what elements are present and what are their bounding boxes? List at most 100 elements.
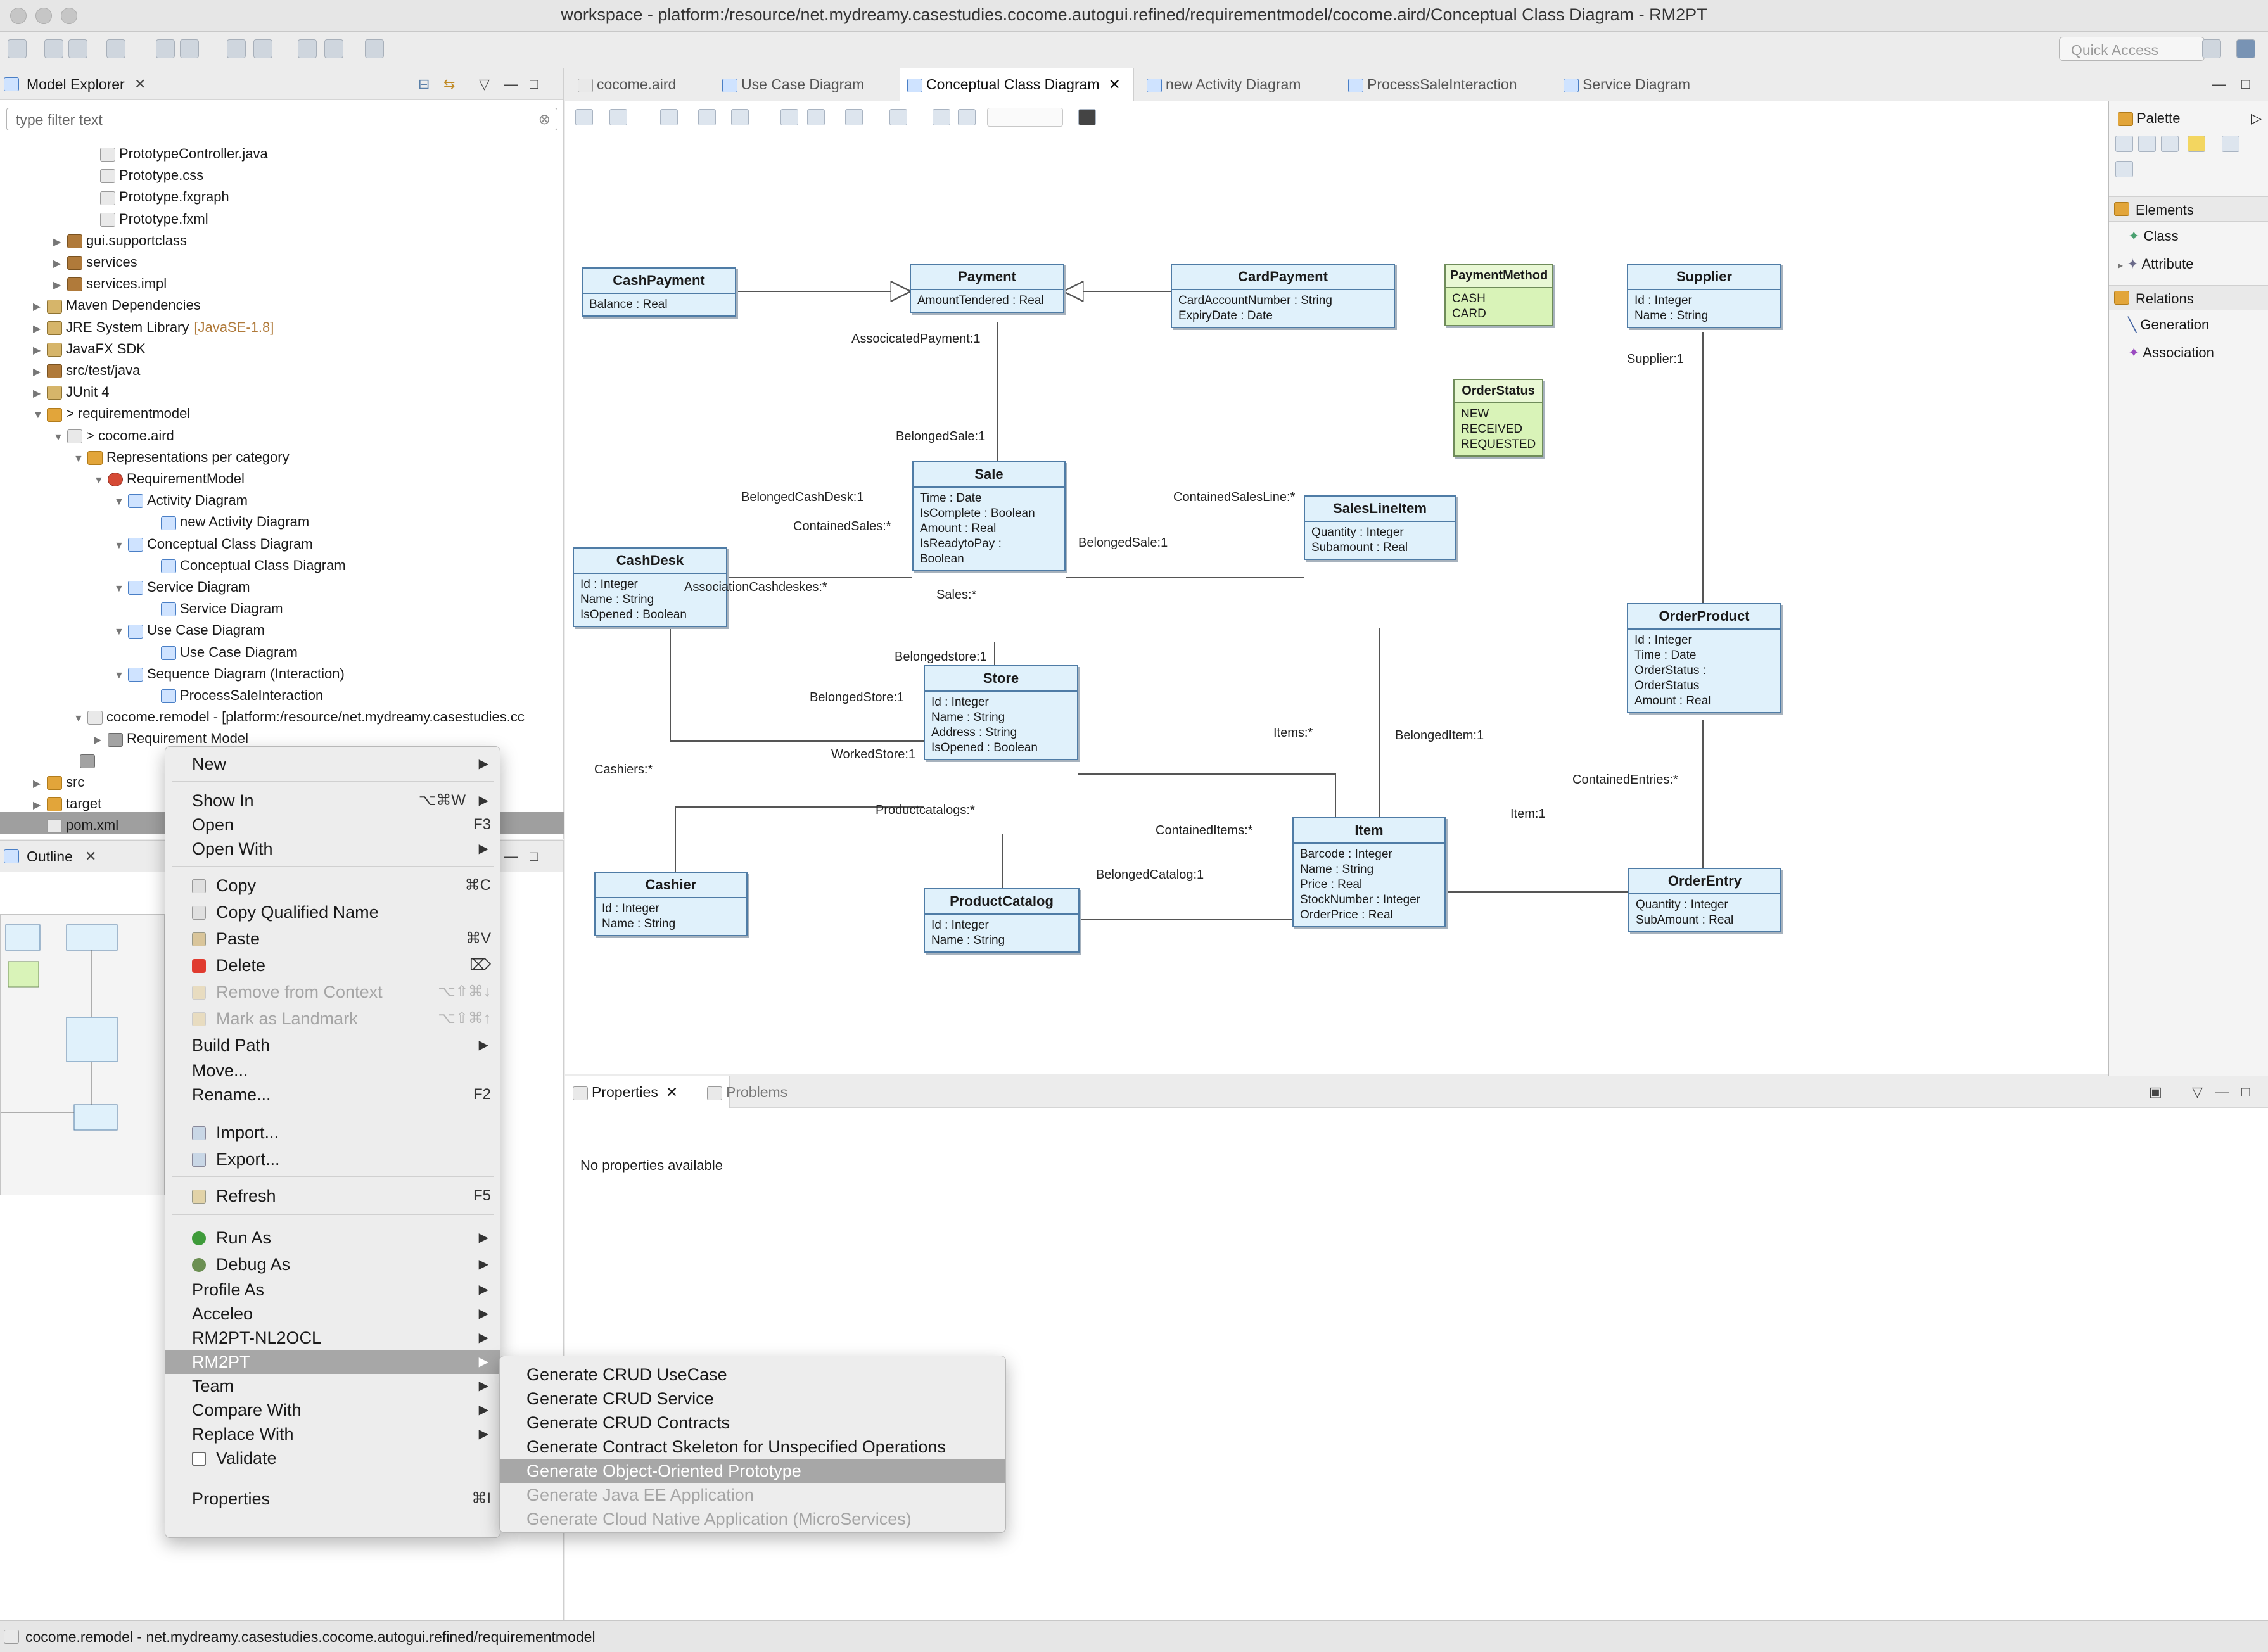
submenu-item[interactable]: Generate CRUD Service: [500, 1387, 1005, 1411]
menu-item-new[interactable]: New▶: [165, 752, 500, 776]
zoom-select[interactable]: [987, 108, 1063, 127]
camera-icon[interactable]: [1078, 109, 1096, 125]
menu-item-rename[interactable]: Rename...F2: [165, 1083, 500, 1107]
expand-toggle-icon[interactable]: ▶: [33, 367, 41, 378]
expand-toggle-icon[interactable]: ▶: [33, 800, 41, 811]
menu-item-delete[interactable]: Delete⌦: [165, 953, 500, 977]
zoom-in-icon[interactable]: [933, 109, 950, 125]
submenu-item[interactable]: Generate Java EE Application: [500, 1483, 1005, 1507]
class-orderproduct[interactable]: OrderProduct Id : Integer Time : Date Or…: [1627, 603, 1781, 713]
cashier-store-association[interactable]: [675, 806, 924, 872]
view-menu-icon[interactable]: ▽: [479, 76, 490, 92]
tree-item[interactable]: Use Case Diagram: [147, 642, 298, 663]
tree-item[interactable]: PrototypeController.java: [86, 143, 268, 165]
zoom-out-tool-icon[interactable]: [2161, 136, 2179, 152]
expand-toggle-icon[interactable]: ▶: [33, 778, 41, 789]
note-tool-icon[interactable]: [2188, 136, 2205, 152]
tab-use-case-diagram[interactable]: Use Case Diagram: [722, 76, 864, 93]
expand-toggle-icon[interactable]: ▼: [73, 713, 84, 725]
tree-item[interactable]: ▼Use Case Diagram: [114, 620, 265, 641]
tree-item[interactable]: ▶JUnit 4: [33, 381, 109, 403]
tree-item[interactable]: ▼Conceptual Class Diagram: [114, 533, 313, 555]
close-icon[interactable]: ✕: [1108, 76, 1121, 92]
expand-toggle-icon[interactable]: ▶: [53, 236, 61, 248]
maximize-icon[interactable]: □: [2241, 76, 2250, 92]
palette-tool-attribute[interactable]: ▸ ✦ Attribute: [2118, 256, 2193, 272]
tree-item[interactable]: ▶JavaFX SDK: [33, 338, 146, 360]
tree-item[interactable]: Prototype.fxml: [86, 208, 208, 230]
tab-process-sale-interaction[interactable]: ProcessSaleInteraction: [1348, 76, 1517, 93]
close-window-button[interactable]: [10, 8, 27, 24]
save-icon[interactable]: [44, 39, 63, 58]
run-icon[interactable]: [106, 39, 125, 58]
cashdesk-store-association[interactable]: [670, 628, 924, 742]
copy-format-icon[interactable]: [889, 109, 907, 125]
tab-conceptual-class-diagram[interactable]: Conceptual Class Diagram✕: [907, 76, 1121, 93]
layer-icon[interactable]: [698, 109, 716, 125]
menu-item-copy-qualified-name[interactable]: Copy Qualified Name: [165, 900, 500, 924]
menu-item-show-in[interactable]: Show In⌥⌘W▶: [165, 789, 500, 813]
tree-item[interactable]: ▼Activity Diagram: [114, 490, 248, 511]
tree-item[interactable]: ▶Maven Dependencies: [33, 295, 201, 316]
rm2pt-perspective-icon[interactable]: [2236, 39, 2255, 58]
submenu-item[interactable]: Generate Object-Oriented Prototype: [500, 1459, 1005, 1483]
menu-item-build-path[interactable]: Build Path▶: [165, 1033, 500, 1057]
class-cashpayment[interactable]: CashPayment Balance : Real: [582, 267, 736, 317]
pin-icon[interactable]: [780, 109, 798, 125]
expand-toggle-icon[interactable]: ▼: [33, 410, 43, 421]
tree-item[interactable]: ▼Sequence Diagram (Interaction): [114, 663, 345, 685]
tree-item[interactable]: Prototype.css: [86, 165, 203, 186]
menu-item-validate[interactable]: Validate: [165, 1446, 500, 1470]
class-cashier[interactable]: Cashier Id : Integer Name : String: [594, 872, 748, 936]
menu-item-rm2pt[interactable]: RM2PT▶: [165, 1350, 500, 1374]
refresh-diagram-icon[interactable]: [660, 109, 678, 125]
store-item-association[interactable]: [1078, 773, 1336, 817]
filter-input[interactable]: type filter text ⊗: [6, 108, 557, 130]
quick-access-input[interactable]: Quick Access: [2059, 37, 2205, 61]
zoom-in-tool-icon[interactable]: [2138, 136, 2156, 152]
arrange-all-icon[interactable]: [575, 109, 593, 125]
previous-edit-icon[interactable]: [298, 39, 317, 58]
palette-elements-drawer[interactable]: Elements: [2109, 196, 2268, 222]
tree-item[interactable]: ▶Requirement Model: [94, 728, 248, 749]
menu-item-team[interactable]: Team▶: [165, 1374, 500, 1398]
menu-item-paste[interactable]: Paste⌘V: [165, 927, 500, 951]
expand-toggle-icon[interactable]: ▼: [94, 475, 104, 486]
maximize-icon[interactable]: □: [2241, 1084, 2250, 1100]
menu-item-copy[interactable]: Copy⌘C: [165, 874, 500, 898]
select-tool-icon[interactable]: [2115, 136, 2133, 152]
tree-item[interactable]: ▶target: [33, 793, 101, 815]
palette-relations-drawer[interactable]: Relations: [2109, 285, 2268, 310]
new-view-icon[interactable]: ▣: [2149, 1084, 2162, 1100]
minimize-icon[interactable]: —: [504, 848, 518, 864]
link-editor-icon[interactable]: ⇆: [443, 76, 456, 92]
submenu-item[interactable]: Generate CRUD Contracts: [500, 1411, 1005, 1435]
expand-toggle-icon[interactable]: ▼: [114, 626, 124, 638]
tree-item[interactable]: ▶src/test/java: [33, 360, 140, 381]
class-store[interactable]: Store Id : Integer Name : String Address…: [924, 665, 1078, 760]
tree-item[interactable]: ▶services: [53, 251, 137, 273]
tree-item[interactable]: ▶JRE System Library[JavaSE-1.8]: [33, 317, 274, 338]
zoom-out-icon[interactable]: [958, 109, 976, 125]
diagram-canvas[interactable]: CashPayment Balance : Real Payment Amoun…: [565, 133, 2108, 1074]
tree-item[interactable]: ▼RequirementModel: [94, 468, 245, 490]
menu-item-debug-as[interactable]: Debug As▶: [165, 1252, 500, 1276]
tree-item[interactable]: ▶services.impl: [53, 273, 167, 295]
menu-item-properties[interactable]: Properties⌘I: [165, 1487, 500, 1511]
menu-item-move[interactable]: Move...: [165, 1058, 500, 1083]
menu-item-run-as[interactable]: Run As▶: [165, 1226, 500, 1250]
open-perspective-icon[interactable]: [2202, 39, 2221, 58]
tree-item[interactable]: ▶gui.supportclass: [53, 230, 187, 251]
tab-properties[interactable]: Properties✕: [573, 1084, 678, 1101]
back-arrow-icon[interactable]: [324, 39, 343, 58]
minimize-icon[interactable]: —: [2212, 76, 2226, 92]
save-all-icon[interactable]: [68, 39, 87, 58]
search-toolbar-icon[interactable]: [227, 39, 246, 58]
tab-new-activity-diagram[interactable]: new Activity Diagram: [1147, 76, 1301, 93]
expand-toggle-icon[interactable]: ▼: [114, 670, 124, 681]
menu-item-open-with[interactable]: Open With▶: [165, 837, 500, 861]
minimize-icon[interactable]: —: [2215, 1084, 2229, 1100]
tree-item[interactable]: Conceptual Class Diagram: [147, 555, 346, 576]
menu-item-remove-from-context[interactable]: Remove from Context⌥⇧⌘↓: [165, 980, 500, 1004]
